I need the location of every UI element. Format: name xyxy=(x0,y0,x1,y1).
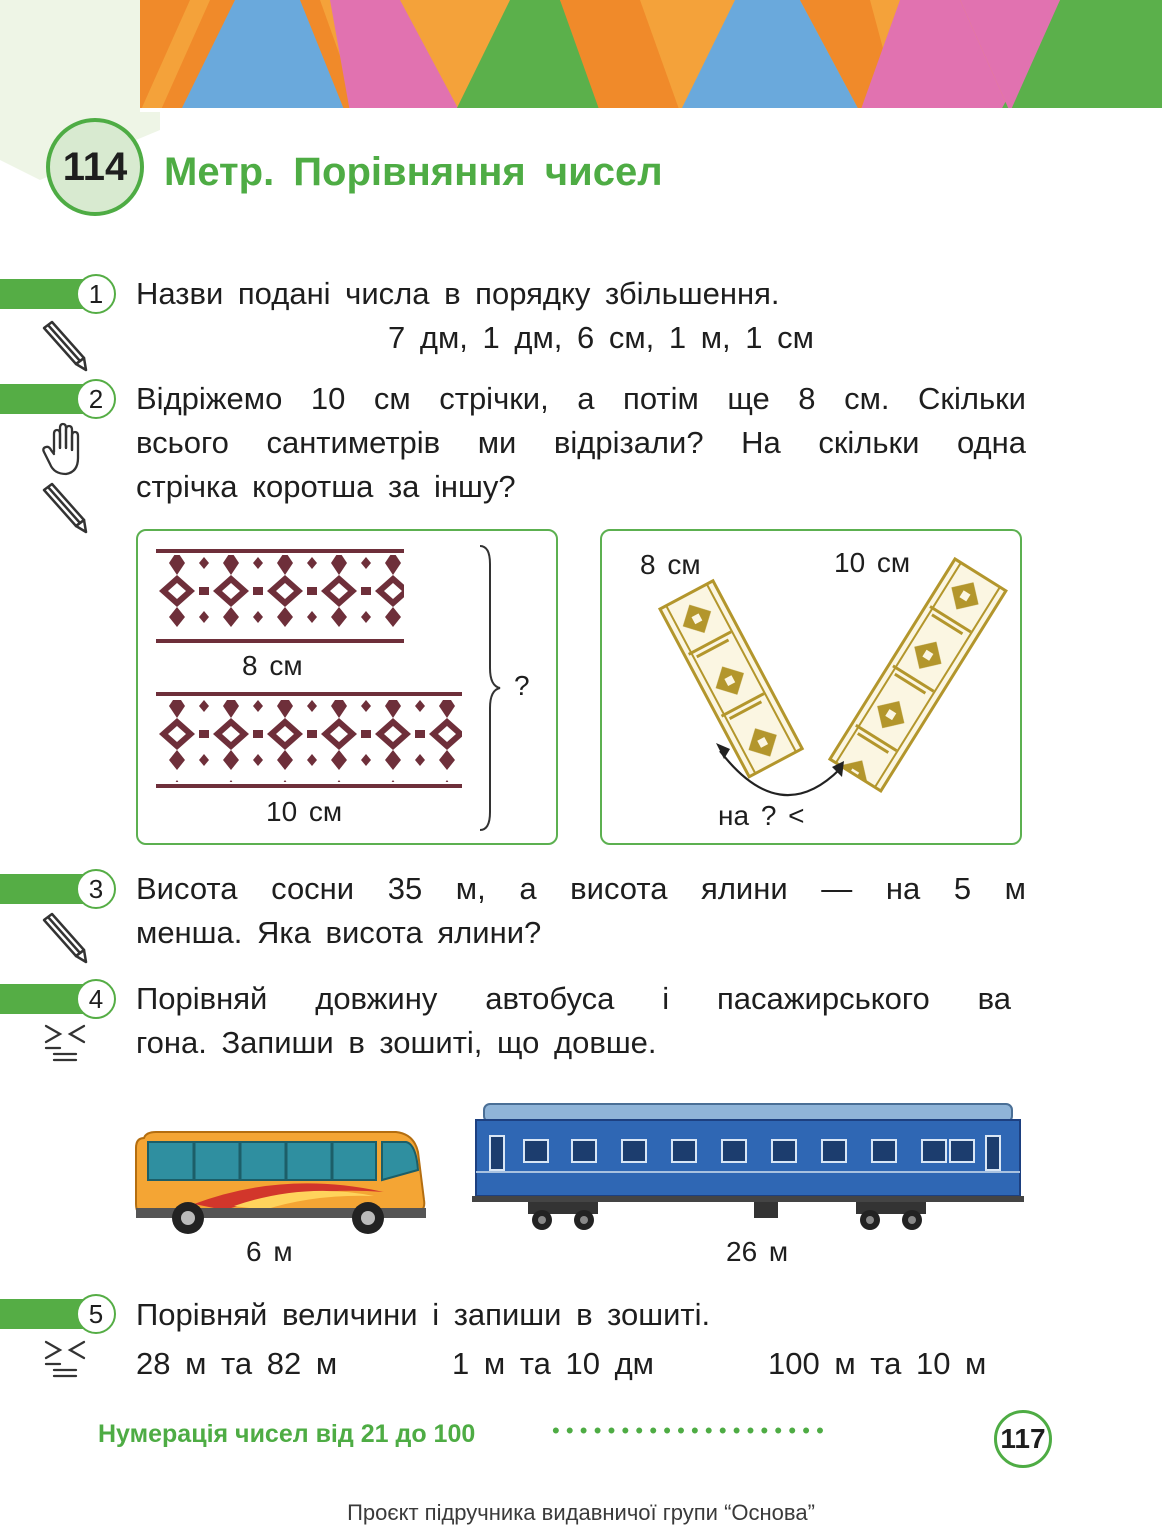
lesson-title: Метр. Порівняння чисел xyxy=(164,150,663,194)
task-2-number: 2 xyxy=(76,379,116,419)
hand-icon xyxy=(42,422,80,476)
gold-ribbon-10cm-label: 10 см xyxy=(834,547,911,578)
ribbon-10cm xyxy=(156,692,462,788)
ribbon-8cm-label: 8 см xyxy=(242,650,303,681)
passenger-wagon-image xyxy=(472,1103,1024,1230)
task-1-line-1: Назви подані числа в порядку збільшення. xyxy=(136,276,780,311)
task-1-line-2: 7 дм, 1 дм, 6 см, 1 м, 1 см xyxy=(388,320,814,355)
top-banner xyxy=(140,0,1162,112)
task-1-bar xyxy=(0,279,90,309)
section-title: Нумерація чисел від 21 до 100 xyxy=(98,1420,476,1448)
wagon-length-label: 26 м xyxy=(726,1236,789,1267)
bus-length-label: 6 м xyxy=(246,1236,293,1267)
comparison-item-1: 28 м та 82 м xyxy=(136,1346,338,1381)
task-5-number: 5 xyxy=(76,1294,116,1334)
task-1-number: 1 xyxy=(76,274,116,314)
task-3-line-2: менша. Яка висота ялини? xyxy=(136,915,542,950)
task-2-line-2: всього сантиметрів ми відрізали? На скіл… xyxy=(136,425,1026,460)
difference-question: на ? < xyxy=(718,800,805,831)
lesson-number: 114 xyxy=(46,118,144,216)
compare-icon xyxy=(44,1340,86,1378)
pencil-icon xyxy=(42,482,88,534)
pencil-icon xyxy=(42,912,88,964)
task-3-number: 3 xyxy=(76,869,116,909)
task-5-bar xyxy=(0,1299,90,1329)
comparison-item-2: 1 м та 10 дм xyxy=(452,1346,654,1381)
task-3-line-1: Висота сосни 35 м, а висота ялини — на 5… xyxy=(136,871,1026,906)
page-number: 117 xyxy=(994,1410,1052,1468)
pencil-icon xyxy=(42,320,88,372)
task-2-line-3: стрічка коротша за іншу? xyxy=(136,469,516,504)
gold-ribbon-8cm-label: 8 см xyxy=(640,549,701,580)
task-4-bar xyxy=(0,984,90,1014)
task-2-line-1: Відріжемо 10 см стрічки, а потім ще 8 см… xyxy=(136,381,1026,416)
comparison-item-3: 100 м та 10 м xyxy=(768,1346,987,1381)
ribbon-10cm-label: 10 см xyxy=(266,796,343,827)
gold-ribbons xyxy=(657,556,1008,797)
total-question: ? xyxy=(514,670,530,701)
curly-brace xyxy=(479,545,501,831)
task-4-line-2: гона. Запиши в зошиті, що довше. xyxy=(136,1025,657,1060)
publisher-credit: Проєкт підручника видавничої групи “Осно… xyxy=(347,1500,815,1525)
bus-image xyxy=(135,1131,426,1234)
footer-dots: •••••••••••••••••••• xyxy=(552,1418,831,1443)
task-4-number: 4 xyxy=(76,979,116,1019)
task-5-line-1: Порівняй величини і запиши в зошиті. xyxy=(136,1297,711,1332)
ribbon-8cm xyxy=(156,549,404,643)
task-2-bar xyxy=(0,384,90,414)
compare-icon xyxy=(44,1024,86,1062)
task-4-line-1: Порівняй довжину автобуса і пасажирськог… xyxy=(136,981,1011,1016)
task-3-bar xyxy=(0,874,90,904)
